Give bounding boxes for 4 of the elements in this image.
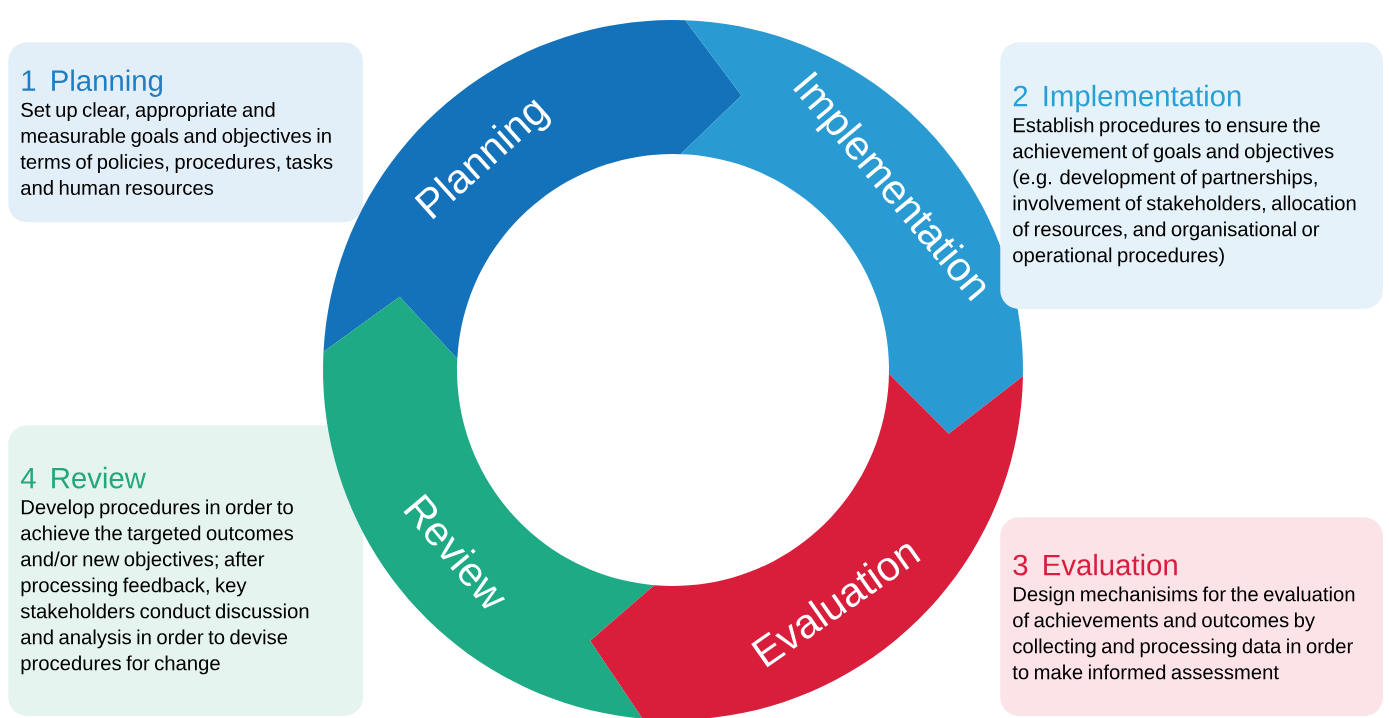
info-card: 2 Implementation Establish procedures to ensure the achievement of goals and objectives (e.g. development of partnerships, involvement of stakeholders, allocation of resources, and organisational or operational procedures) <box>1000 42 1383 309</box>
info-card: 4 Review Develop procedures in order to achieve the targeted outcomes and/or new objectives; after processing feedback, key stakeholders conduct discussion and analysis in order to devise procedures for change <box>8 425 363 716</box>
info-card: 3 Evaluation Design mechanisims for the evaluation of achievements and outcomes by collecting and processing data in order to make informed assessment <box>1000 517 1383 716</box>
info-card: 1 Planning Set up clear, appropriate and measurable goals and objectives in terms of policies, procedures, tasks and human resources <box>8 42 363 223</box>
